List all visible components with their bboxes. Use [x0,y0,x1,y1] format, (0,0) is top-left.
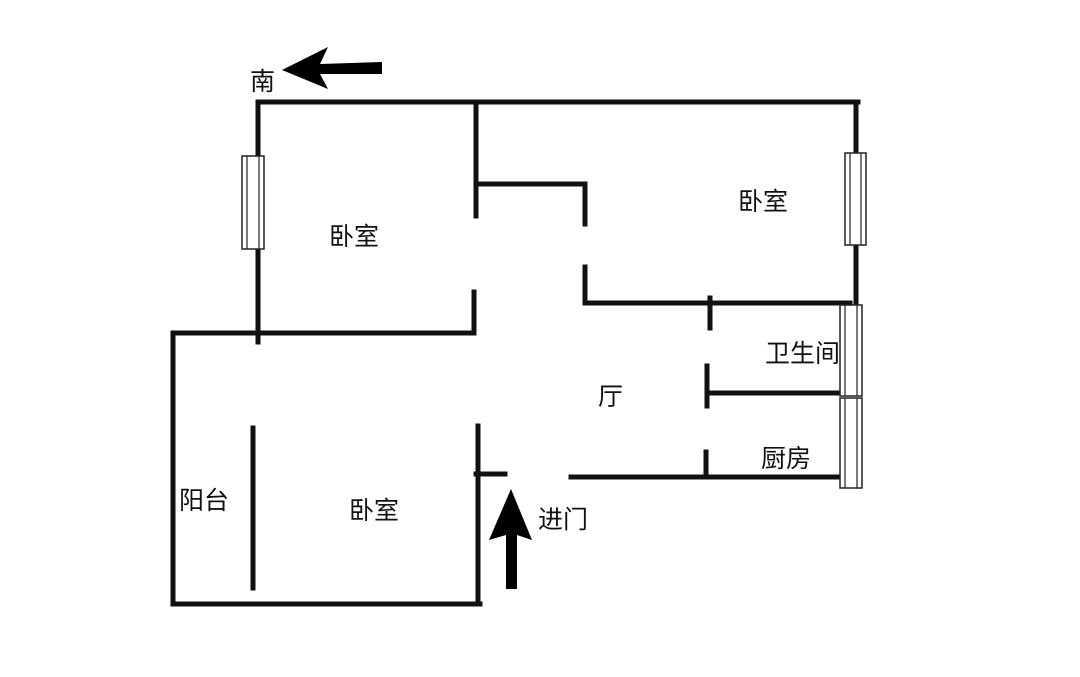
room-label-bedroom-northeast: 卧室 [738,187,789,216]
window-east-bathroom [839,304,863,397]
room-label-balcony: 阳台 [179,486,230,515]
compass-label: 南 [250,67,276,96]
window-east-kitchen [839,397,863,489]
compass-arrow-icon [282,47,382,89]
room-label-living-room: 厅 [598,382,624,411]
windows [241,152,867,489]
room-label-bedroom-south: 卧室 [349,496,400,525]
room-label-bedroom-northwest: 卧室 [329,222,380,251]
room-label-bathroom: 卫生间 [765,339,841,368]
entrance-label: 进门 [538,505,589,534]
window-east-bedroom [844,152,867,246]
window-west [241,155,265,250]
room-label-kitchen: 厨房 [761,444,812,473]
walls [170,99,861,607]
entrance-arrow-icon [489,489,532,589]
